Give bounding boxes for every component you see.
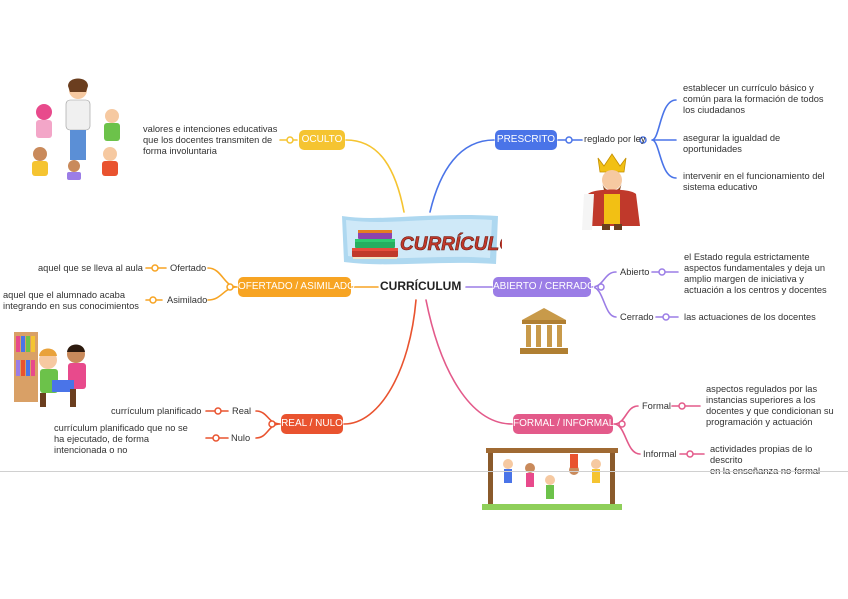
topic-real-nulo[interactable]: REAL / NULO [281,414,343,434]
oculto-desc-line: que los docentes transmiten de [143,135,273,145]
nulo-description: currículum planificado que no se ha ejec… [54,423,204,456]
abierto-subtopic[interactable]: Abierto [620,267,650,277]
abierto-desc-line: amplio margen de iniciativa y [684,274,804,284]
connector-prescrito-items [651,99,677,179]
formal-desc-line: aspectos regulados por las [706,384,818,394]
connector-prescrito [429,139,495,213]
connector-formal [425,299,513,425]
prescrito-item-line: común para la formación de todos [683,94,824,104]
formal-desc-line: docentes y que condicionan su [706,406,834,416]
connector-formal-subs [613,405,641,455]
teacher-children-image [22,76,134,180]
real-subtopic[interactable]: Real [232,406,252,416]
asimilado-desc-line: aquel que el alumnado acaba [3,290,125,300]
informal-subtopic[interactable]: Informal [643,449,677,459]
connector-real [343,299,417,425]
real-description: currículum planificado [111,406,202,416]
connector-ofertado-desc [145,267,167,301]
abierto-desc-line: actuación a los centros y docentes [684,285,827,295]
topic-abierto-cerrado[interactable]: ABIERTO / CERRADO [493,277,595,297]
formal-desc-line: instancias superiores a los [706,395,816,405]
informal-desc-line: actividades propias de lo descrito [710,444,813,465]
oculto-description: valores e intenciones educativas que los… [143,124,279,157]
banner-text: CURRÍCULO [400,233,502,255]
abierto-description: el Estado regula estrictamente aspectos … [684,252,834,296]
page-divider [0,471,848,472]
prescrito-item-line: los ciudadanos [683,105,746,115]
connector-ofertado-subs [207,267,238,301]
connector-abierto-desc [651,271,679,318]
prescrito-item-line: oportunidades [683,144,742,154]
ofertado-subtopic[interactable]: Ofertado [170,263,207,273]
formal-desc-line: programación y actuación [706,417,813,427]
connector-real-desc [205,410,229,439]
nulo-subtopic[interactable]: Nulo [231,433,251,443]
oculto-desc-line: valores e intenciones educativas [143,124,278,134]
nulo-desc-line: intencionada o no [54,445,128,455]
topic-formal-informal[interactable]: FORMAL / INFORMAL [513,414,614,434]
prescrito-subtopic[interactable]: reglado por ley [584,134,646,144]
cerrado-description: las actuaciones de los docentes [684,312,816,322]
abierto-desc-line: el Estado regula estrictamente [684,252,810,262]
prescrito-item-line: asegurar la igualdad de [683,133,781,143]
cerrado-subtopic[interactable]: Cerrado [620,312,654,322]
prescrito-item-3[interactable]: intervenir en el funcionamiento del sist… [683,171,833,193]
children-reading-image [14,322,102,412]
nulo-desc-line: ha ejecutado, de forma [54,434,150,444]
asimilado-description: aquel que el alumnado acaba integrando e… [3,290,145,312]
informal-description: actividades propias de lo descrito en la… [710,444,846,477]
oculto-desc-line: forma involuntaria [143,146,217,156]
king-image [574,150,650,232]
connector-formal-desc [671,405,705,455]
prescrito-item-line: intervenir en el funcionamiento del [683,171,825,181]
connector-real-subs [255,410,281,439]
topic-ofertado-asimilado[interactable]: OFERTADO / ASIMILADO [238,277,355,297]
connector-abierto-subs [591,271,617,318]
formal-subtopic[interactable]: Formal [642,401,671,411]
connector-oculto [345,139,405,213]
prescrito-item-2[interactable]: asegurar la igualdad de oportunidades [683,133,833,155]
children-playground-image [482,440,622,512]
topic-prescrito[interactable]: PRESCRITO [495,130,557,150]
curriculo-banner-image: CURRÍCULO [342,215,502,265]
ofertado-description: aquel que se lleva al aula [38,263,143,273]
abierto-desc-line: aspectos fundamentales y deja un [684,263,826,273]
central-topic[interactable]: CURRÍCULUM [380,279,462,293]
topic-oculto[interactable]: OCULTO [299,130,345,150]
asimilado-desc-line: integrando en sus conocimientos [3,301,139,311]
nulo-desc-line: currículum planificado que no se [54,423,188,433]
prescrito-item-1[interactable]: establecer un currículo básico y común p… [683,83,833,116]
prescrito-item-line: sistema educativo [683,182,758,192]
prescrito-item-line: establecer un currículo básico y [683,83,814,93]
government-building-icon [520,308,568,354]
formal-description: aspectos regulados por las instancias su… [706,384,841,428]
asimilado-subtopic[interactable]: Asimilado [167,295,208,305]
